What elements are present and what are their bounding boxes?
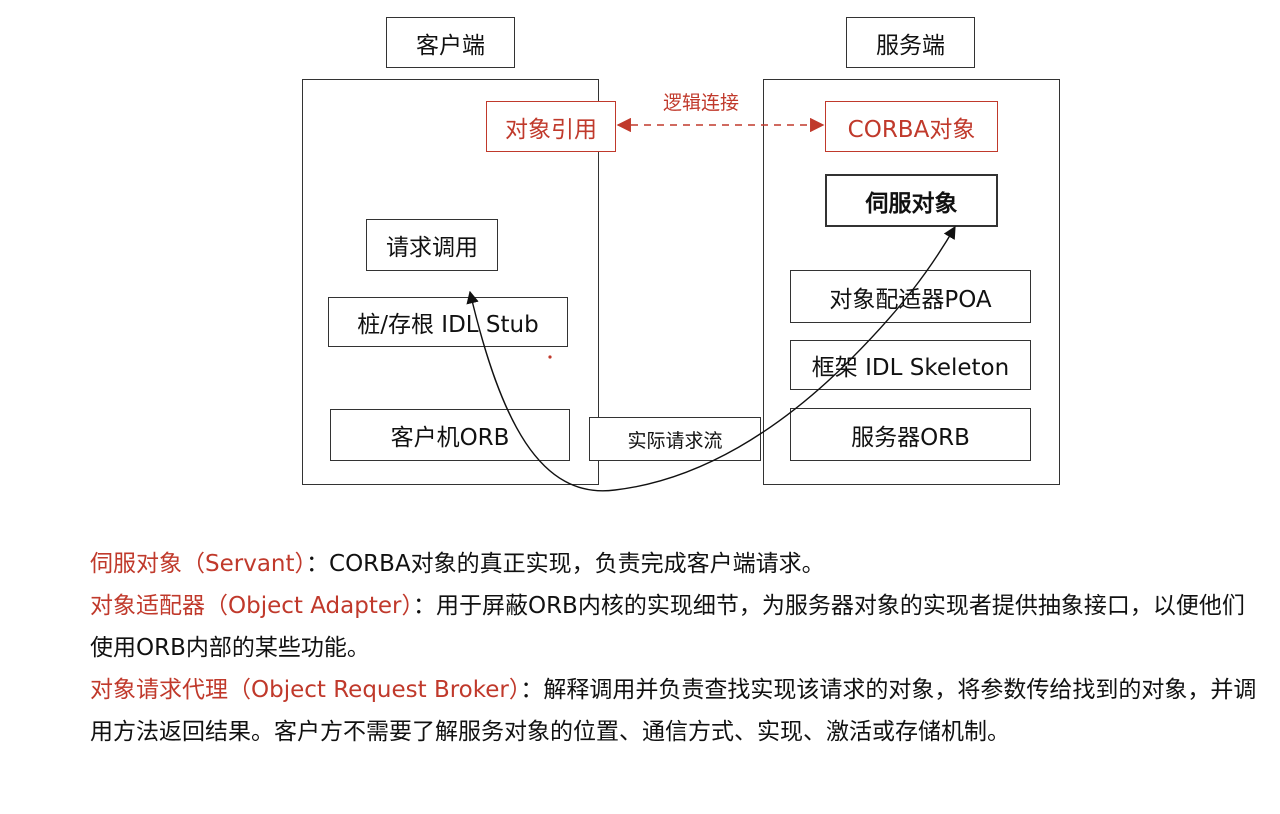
stub-box: 桩/存根 IDL Stub: [328, 297, 568, 347]
stub-label: 桩/存根 IDL Stub: [357, 312, 539, 338]
client-header: 客户端: [386, 17, 515, 68]
sep-orb: ：: [520, 677, 544, 703]
poa-box: 对象配适器POA: [790, 270, 1031, 323]
description-servant: 伺服对象（Servant）：CORBA对象的真正实现，负责完成客户端请求。: [90, 543, 1260, 585]
actual-request-flow-label: 实际请求流: [627, 429, 723, 452]
term-orb: 对象请求代理（Object Request Broker）: [90, 677, 521, 703]
server-header-label: 服务端: [876, 32, 945, 59]
description-orb: 对象请求代理（Object Request Broker）：解释调用并负责查找实…: [90, 669, 1260, 753]
corba-object-label: CORBA对象: [847, 116, 976, 143]
corba-object-box: CORBA对象: [825, 101, 998, 152]
text-object-adapter: 用于屏蔽ORB内核的实现细节，为服务器对象的实现者提供抽象接口，以便他们使用OR…: [90, 593, 1245, 661]
text-orb: 解释调用并负责查找实现该请求的对象，将参数传给找到的对象，并调用方法返回结果。客…: [90, 677, 1257, 745]
server-header: 服务端: [846, 17, 975, 68]
client-orb-box: 客户机ORB: [330, 409, 570, 461]
server-orb-label: 服务器ORB: [851, 424, 970, 451]
client-header-label: 客户端: [416, 32, 485, 59]
text-servant: CORBA对象的真正实现，负责完成客户端请求。: [329, 551, 825, 577]
logical-connection-label: 逻辑连接: [663, 92, 740, 114]
term-object-adapter: 对象适配器（Object Adapter）: [90, 593, 413, 619]
request-call-label: 请求调用: [386, 235, 478, 261]
object-reference-label: 对象引用: [505, 116, 597, 143]
request-call-box: 请求调用: [366, 219, 498, 271]
description-object-adapter: 对象适配器（Object Adapter）：用于屏蔽ORB内核的实现细节，为服务…: [90, 585, 1260, 669]
sep-object-adapter: ：: [412, 593, 436, 619]
poa-label: 对象配适器POA: [829, 286, 992, 313]
term-servant: 伺服对象（Servant）: [90, 551, 307, 577]
server-orb-box: 服务器ORB: [790, 408, 1031, 461]
client-orb-label: 客户机ORB: [390, 425, 510, 451]
actual-request-flow-box: 实际请求流: [589, 417, 761, 461]
skeleton-box: 框架 IDL Skeleton: [790, 340, 1031, 390]
sep-servant: ：: [306, 551, 330, 577]
servant-label: 伺服对象: [865, 190, 958, 217]
skeleton-label: 框架 IDL Skeleton: [811, 355, 1010, 381]
object-reference-box: 对象引用: [486, 101, 616, 152]
servant-box: 伺服对象: [825, 174, 998, 227]
